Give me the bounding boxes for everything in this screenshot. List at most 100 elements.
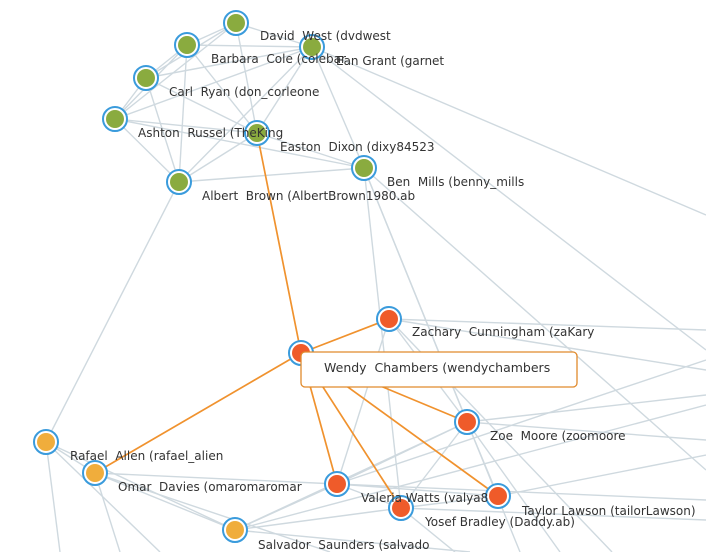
edge-offscreen-zachary bbox=[388, 318, 706, 331]
edge-albert-ean bbox=[178, 46, 313, 183]
edge-offscreen-taylor bbox=[497, 454, 706, 497]
edge-easton-ean bbox=[256, 46, 313, 134]
edge-barbara-easton bbox=[186, 44, 258, 134]
edge-valeria-omar bbox=[94, 472, 338, 485]
node-label-ben: Ben Mills (benny_mills bbox=[387, 175, 524, 189]
node-label-zoe: Zoe Moore (zoomoore bbox=[490, 429, 626, 443]
edge-yosef-taylor bbox=[400, 495, 499, 509]
tooltip-label: Wendy Chambers (wendychambers bbox=[324, 360, 550, 375]
edge-offscreen-rafael bbox=[45, 441, 61, 552]
node-zachary[interactable] bbox=[376, 306, 402, 332]
edge-ben-yosef bbox=[363, 167, 402, 509]
node-label-barbara: Barbara Cole (colebar bbox=[211, 52, 346, 66]
edge-offscreen-omar bbox=[94, 472, 331, 552]
node-dot bbox=[86, 464, 104, 482]
edge-ashton-easton bbox=[114, 118, 258, 134]
node-barbara[interactable] bbox=[174, 32, 200, 58]
node-ashton[interactable] bbox=[102, 106, 128, 132]
node-valeria[interactable] bbox=[324, 471, 350, 497]
node-dot bbox=[170, 173, 188, 191]
node-label-zachary: Zachary Cunningham (zaKary bbox=[412, 325, 594, 339]
node-label-salvador: Salvador Saunders (salvado bbox=[258, 538, 430, 552]
node-dot bbox=[137, 69, 155, 87]
edge-offscreen-zoe bbox=[466, 421, 706, 441]
edge-ashton-albert bbox=[114, 118, 180, 183]
edge-valeria-taylor bbox=[336, 483, 499, 497]
node-ean[interactable] bbox=[299, 34, 325, 60]
node-dot bbox=[489, 487, 507, 505]
edge-salvador-zoe bbox=[234, 421, 468, 531]
edge-offscreen-valeria bbox=[336, 359, 706, 485]
node-omar[interactable] bbox=[82, 460, 108, 486]
node-label-omar: Omar Davies (omaromaromar bbox=[118, 480, 302, 494]
node-dot bbox=[392, 499, 410, 517]
edge-albert-ben bbox=[178, 167, 365, 183]
edge-offscreen-salvador bbox=[234, 404, 706, 531]
edge-offscreen-zachary bbox=[388, 318, 706, 371]
edge-offscreen-zoe bbox=[466, 394, 706, 423]
node-label-albert: Albert Brown (AlbertBrown1980.ab bbox=[202, 189, 415, 203]
node-easton[interactable] bbox=[244, 120, 270, 146]
highlighted-edge-wendy-zachary bbox=[300, 318, 390, 354]
edge-offscreen-omar bbox=[94, 472, 121, 552]
edge-david-ean bbox=[235, 22, 313, 48]
node-label-valeria: Valeria Watts (valya8 bbox=[361, 491, 488, 505]
node-dot bbox=[37, 433, 55, 451]
node-dot bbox=[328, 475, 346, 493]
node-tooltip: Wendy Chambers (wendychambers bbox=[300, 351, 578, 388]
edge-david-easton bbox=[235, 22, 258, 134]
node-dot bbox=[458, 413, 476, 431]
node-yosef[interactable] bbox=[388, 495, 414, 521]
node-label-carl: Carl Ryan (don_corleone bbox=[169, 85, 319, 99]
node-dot bbox=[106, 110, 124, 128]
edge-offscreen-rafael bbox=[45, 441, 161, 552]
node-label-ashton: Ashton Russel (TheKing bbox=[138, 126, 283, 140]
edge-offscreen-zoe bbox=[466, 421, 561, 552]
node-dot bbox=[226, 521, 244, 539]
node-label-yosef: Yosef Bradley (Daddy.ab) bbox=[424, 515, 575, 529]
tooltip-box bbox=[300, 351, 578, 388]
node-taylor[interactable] bbox=[485, 483, 511, 509]
edge-salvador-yosef bbox=[234, 507, 402, 531]
edge-carl-ean bbox=[145, 46, 313, 79]
edge-easton-albert bbox=[178, 132, 258, 183]
edge-david-ashton bbox=[114, 22, 237, 120]
edge-zoe-yosef bbox=[400, 421, 468, 509]
node-label-ean: Ean Grant (garnet bbox=[336, 54, 444, 68]
node-dot bbox=[178, 36, 196, 54]
nodes-layer bbox=[33, 10, 511, 543]
node-dot bbox=[303, 38, 321, 56]
edge-carl-easton bbox=[145, 77, 258, 134]
node-zoe[interactable] bbox=[454, 409, 480, 435]
node-label-easton: Easton Dixon (dixy84523 bbox=[280, 140, 435, 154]
node-albert[interactable] bbox=[166, 169, 192, 195]
node-rafael[interactable] bbox=[33, 429, 59, 455]
node-dot bbox=[355, 159, 373, 177]
edge-ashton-ean bbox=[114, 46, 313, 120]
edge-offscreen-ean bbox=[311, 46, 706, 351]
edge-barbara-albert bbox=[178, 44, 188, 183]
node-dot bbox=[380, 310, 398, 328]
node-david[interactable] bbox=[223, 10, 249, 36]
edge-omar-salvador bbox=[94, 472, 236, 531]
edge-ben-ean bbox=[311, 46, 365, 169]
edge-albert-rafael bbox=[45, 181, 180, 443]
edges-layer bbox=[45, 22, 706, 552]
node-label-taylor: Taylor Lawson (tailorLawson) bbox=[521, 504, 696, 518]
edge-easton-ben bbox=[256, 132, 365, 169]
edge-offscreen-yosef bbox=[400, 507, 706, 521]
edge-barbara-ean bbox=[186, 44, 313, 48]
edge-offscreen-ean bbox=[311, 46, 706, 216]
node-ben[interactable] bbox=[351, 155, 377, 181]
node-dot bbox=[248, 124, 266, 142]
edge-rafael-salvador bbox=[45, 441, 236, 531]
node-dot bbox=[227, 14, 245, 32]
edge-zachary-valeria bbox=[336, 318, 390, 485]
node-label-david: David West (dvdwest bbox=[260, 29, 391, 43]
node-salvador[interactable] bbox=[222, 517, 248, 543]
edge-carl-albert bbox=[145, 77, 180, 183]
node-carl[interactable] bbox=[133, 65, 159, 91]
node-label-rafael: Rafael Allen (rafael_alien bbox=[70, 449, 223, 463]
